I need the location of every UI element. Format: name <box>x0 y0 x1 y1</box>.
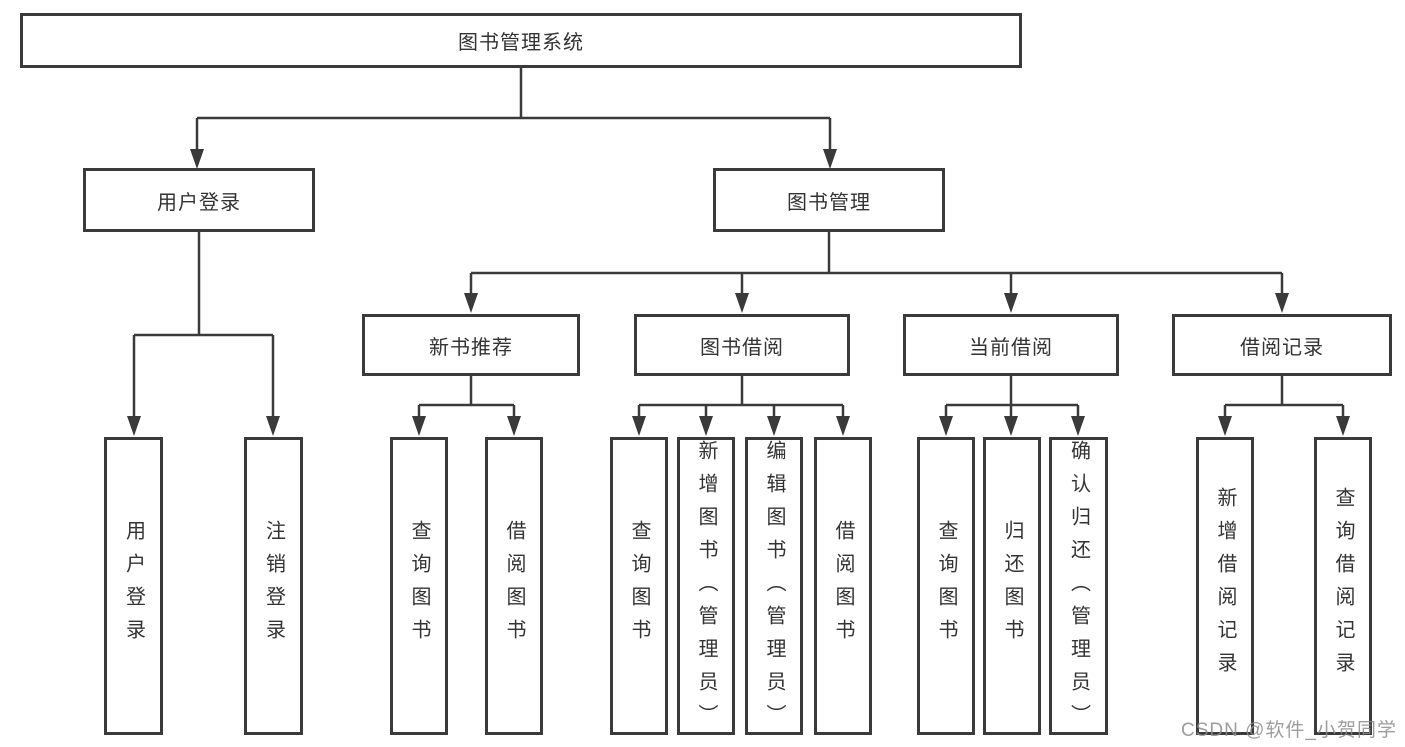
node-new-book-recommendation: 新书推荐 <box>362 314 580 376</box>
node-leaf-borrow-books-recommend: 借阅图书 <box>485 437 543 735</box>
node-leaf-confirm-return-admin: 确认归还（管理员） <box>1049 437 1108 737</box>
node-label: 借阅记录 <box>1240 336 1324 359</box>
node-label: 查询图书 <box>935 520 957 652</box>
node-label: 当前借阅 <box>969 336 1053 359</box>
node-borrowing-records: 借阅记录 <box>1172 314 1392 376</box>
node-book-borrowing: 图书借阅 <box>634 314 850 376</box>
node-label: 用户登录 <box>122 520 145 652</box>
node-leaf-borrow-books: 借阅图书 <box>814 437 872 735</box>
node-label: 查询图书 <box>408 520 430 652</box>
node-leaf-query-books-current: 查询图书 <box>917 437 975 735</box>
node-label: 图书借阅 <box>700 336 784 359</box>
node-label: 确认归还（管理员） <box>1067 440 1090 737</box>
node-label: 用户登录 <box>157 191 241 214</box>
node-label: 新增图书（管理员） <box>695 440 717 737</box>
node-label: 查询借阅记录 <box>1332 487 1354 685</box>
node-leaf-query-books-recommend: 查询图书 <box>390 437 448 735</box>
node-label: 新书推荐 <box>429 336 513 359</box>
node-label: 借阅图书 <box>503 520 525 652</box>
node-root-system: 图书管理系统 <box>20 13 1022 68</box>
node-leaf-return-books: 归还图书 <box>983 437 1041 735</box>
node-leaf-add-books-admin: 新增图书（管理员） <box>677 437 735 737</box>
node-label: 借阅图书 <box>832 520 854 652</box>
node-leaf-user-login: 用户登录 <box>104 437 163 735</box>
node-label: 新增借阅记录 <box>1214 487 1236 685</box>
node-user-login-module: 用户登录 <box>83 168 315 232</box>
node-label: 注销登录 <box>262 520 285 652</box>
node-label: 归还图书 <box>1001 520 1023 652</box>
node-label: 查询图书 <box>628 520 650 652</box>
node-leaf-query-books-borrow: 查询图书 <box>610 437 668 735</box>
node-label: 编辑图书（管理员） <box>763 440 785 737</box>
node-leaf-edit-books-admin: 编辑图书（管理员） <box>745 437 803 737</box>
node-leaf-query-borrow-record: 查询借阅记录 <box>1314 437 1372 735</box>
csdn-watermark: CSDN @软件_小贺同学 <box>1181 720 1397 741</box>
node-leaf-logout: 注销登录 <box>244 437 303 735</box>
node-book-management-module: 图书管理 <box>713 168 945 232</box>
node-label: 图书管理 <box>787 191 871 214</box>
node-label: 图书管理系统 <box>458 32 584 54</box>
node-current-borrowing: 当前借阅 <box>903 314 1119 376</box>
node-leaf-add-borrow-record: 新增借阅记录 <box>1196 437 1254 735</box>
